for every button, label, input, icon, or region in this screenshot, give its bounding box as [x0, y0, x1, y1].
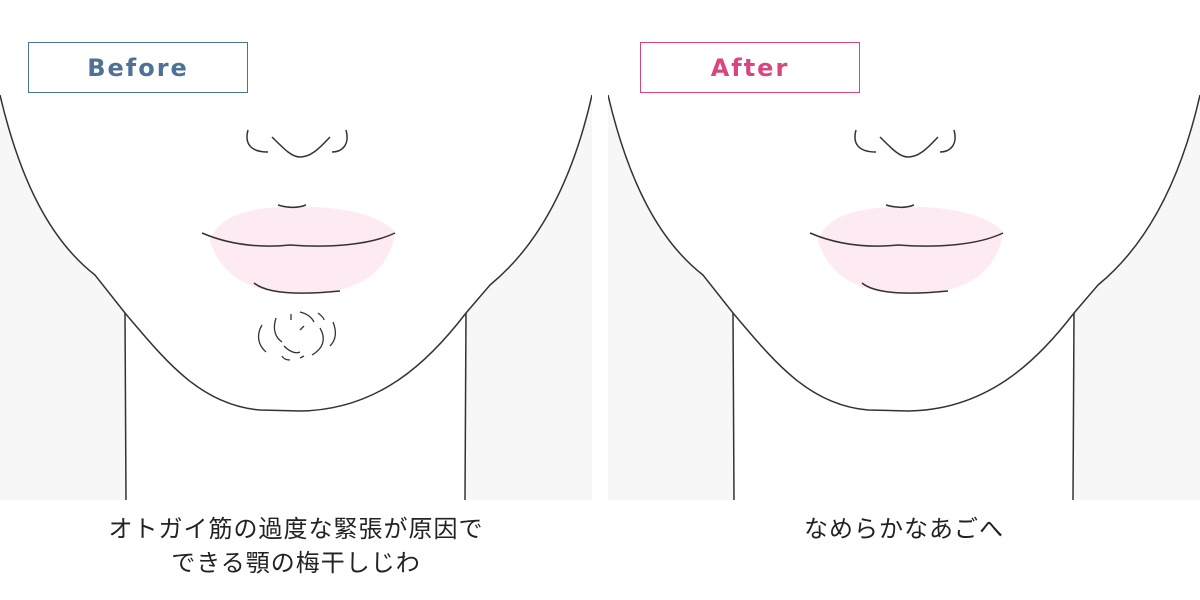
- after-caption: なめらかなあごへ: [608, 512, 1200, 546]
- before-caption-line2: できる顎の梅干しじわ: [171, 549, 421, 577]
- chin-wrinkles: [257, 311, 337, 361]
- after-label: After: [640, 42, 860, 93]
- before-caption-line1: オトガイ筋の過度な緊張が原因で: [108, 515, 484, 543]
- before-caption: オトガイ筋の過度な緊張が原因で できる顎の梅干しじわ: [0, 512, 592, 580]
- before-label: Before: [28, 42, 248, 93]
- after-caption-text: なめらかなあごへ: [804, 515, 1004, 543]
- before-panel: Before: [0, 0, 592, 500]
- after-panel: After: [608, 0, 1200, 500]
- before-face-illustration: [0, 0, 592, 500]
